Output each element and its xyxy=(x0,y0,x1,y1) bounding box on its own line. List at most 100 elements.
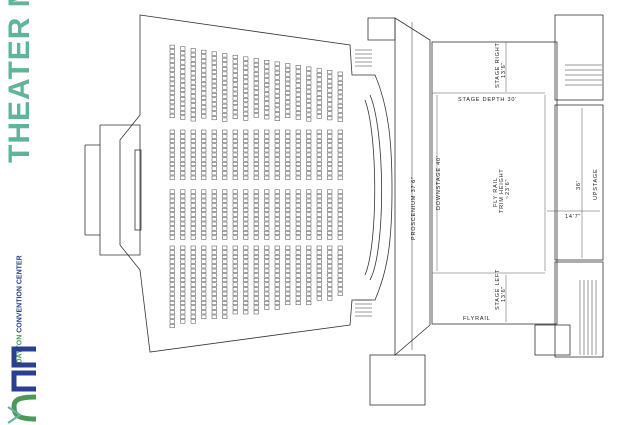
seat xyxy=(274,89,280,94)
seat xyxy=(169,58,175,63)
seat xyxy=(211,291,217,296)
seat xyxy=(295,88,301,93)
seat xyxy=(274,129,280,134)
seat xyxy=(190,157,196,162)
seat xyxy=(169,264,175,269)
seat xyxy=(306,94,312,99)
seat xyxy=(274,268,280,273)
seat xyxy=(201,203,207,208)
seat xyxy=(169,245,175,250)
seat xyxy=(306,259,312,264)
seat xyxy=(327,88,333,93)
seat xyxy=(264,129,270,134)
seat xyxy=(180,46,186,51)
seat xyxy=(243,296,249,301)
seat xyxy=(295,97,301,102)
seat xyxy=(264,189,270,194)
seat xyxy=(253,194,259,199)
seat xyxy=(190,134,196,139)
seat xyxy=(180,277,186,283)
seat xyxy=(232,152,238,157)
seat xyxy=(264,203,270,208)
seat xyxy=(180,296,186,301)
seat xyxy=(201,109,207,114)
seat xyxy=(253,129,259,134)
seat xyxy=(285,77,291,82)
seat xyxy=(285,235,291,240)
seat xyxy=(222,277,228,283)
seat xyxy=(180,175,186,180)
seat xyxy=(211,143,217,148)
seat xyxy=(264,207,270,213)
seat xyxy=(264,143,270,148)
stairs-bottom xyxy=(355,299,372,317)
seat xyxy=(253,212,259,217)
seat xyxy=(211,273,217,278)
seat xyxy=(222,117,228,122)
seat xyxy=(201,129,207,134)
seat xyxy=(316,273,322,278)
seat xyxy=(274,75,280,80)
seat xyxy=(327,102,333,107)
seat xyxy=(243,212,249,217)
seat xyxy=(201,198,207,203)
seat xyxy=(274,230,280,236)
seat xyxy=(285,100,291,105)
seat xyxy=(243,65,249,70)
seat xyxy=(327,129,333,134)
seat xyxy=(232,82,238,87)
seat xyxy=(316,259,322,264)
seat xyxy=(274,282,280,287)
seat xyxy=(274,66,280,71)
seat xyxy=(316,95,322,101)
seat xyxy=(274,207,280,213)
seat xyxy=(274,217,280,222)
seat xyxy=(316,86,322,91)
seat xyxy=(337,217,343,222)
seat xyxy=(243,93,249,98)
seat xyxy=(316,68,322,73)
seat xyxy=(285,277,291,283)
seat xyxy=(232,96,238,101)
seat xyxy=(295,287,301,292)
seat xyxy=(274,300,280,306)
seat xyxy=(337,148,343,153)
seat xyxy=(222,103,228,108)
seat xyxy=(253,245,259,250)
seat xyxy=(201,72,207,77)
seat xyxy=(274,221,280,226)
seat xyxy=(306,80,312,85)
seat xyxy=(169,49,175,54)
seat xyxy=(222,67,228,72)
seat xyxy=(274,148,280,153)
seat xyxy=(243,107,249,112)
seat xyxy=(306,134,312,139)
seat xyxy=(253,287,259,292)
seat xyxy=(285,152,291,157)
seat xyxy=(201,161,207,167)
seat xyxy=(327,148,333,153)
seat xyxy=(211,230,217,236)
seat xyxy=(201,59,207,64)
seat xyxy=(316,217,322,222)
seat xyxy=(327,70,333,75)
seat xyxy=(222,207,228,213)
seat xyxy=(201,300,207,306)
trim-height-label: TRIM HEIGHT xyxy=(499,168,505,213)
seat xyxy=(190,245,196,250)
seat xyxy=(232,305,238,310)
seat xyxy=(211,296,217,301)
seat xyxy=(201,49,207,54)
seat xyxy=(306,75,312,80)
seat xyxy=(306,175,312,180)
seat xyxy=(180,291,186,296)
seat xyxy=(243,226,249,231)
seat xyxy=(190,171,196,176)
seat xyxy=(306,273,312,278)
seat xyxy=(253,76,259,81)
seat xyxy=(232,230,238,236)
seat xyxy=(316,226,322,231)
seat xyxy=(274,166,280,171)
seat xyxy=(180,230,186,236)
seat xyxy=(211,277,217,283)
